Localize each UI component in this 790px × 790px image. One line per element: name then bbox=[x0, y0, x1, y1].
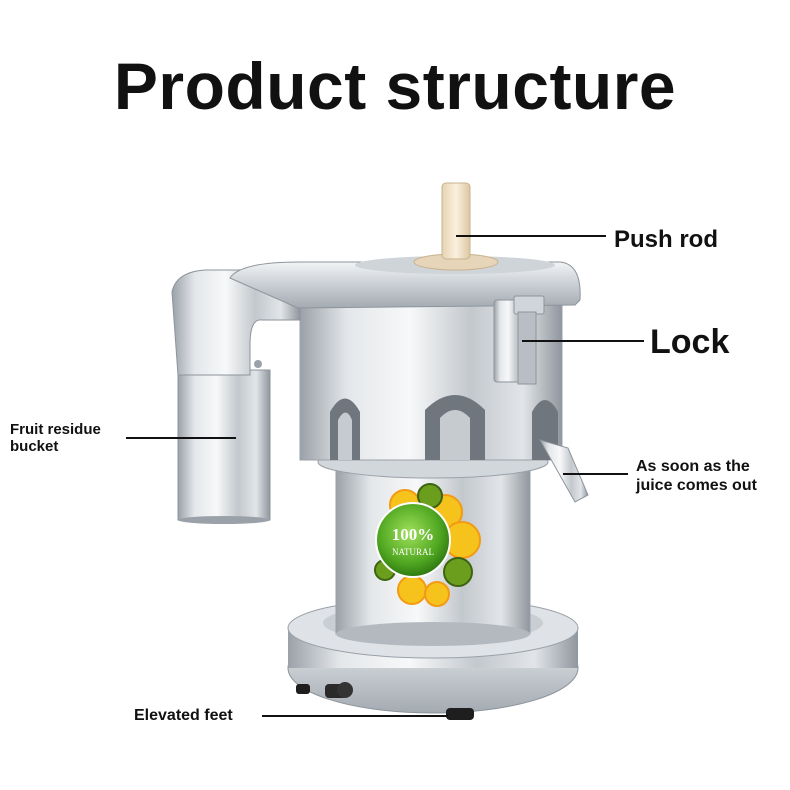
power-switch-icon bbox=[325, 682, 353, 698]
label-lock: Lock bbox=[650, 323, 730, 361]
page-title: Product structure bbox=[113, 49, 677, 123]
label-juice-out: As soon as the juice comes out bbox=[636, 458, 757, 494]
label-fruit-residue-bucket: Fruit residue bucket bbox=[10, 421, 101, 455]
leader-lines bbox=[126, 235, 644, 717]
residue-chute bbox=[171, 269, 301, 376]
badge-natural: NATURAL bbox=[392, 547, 434, 557]
badge-percent: 100% bbox=[392, 525, 435, 544]
elevated-feet bbox=[296, 684, 474, 720]
label-elevated-feet: Elevated feet bbox=[134, 707, 233, 724]
natural-badge: 100% NATURAL bbox=[374, 483, 481, 607]
fruit-residue-bucket bbox=[177, 369, 271, 524]
lock bbox=[493, 295, 545, 385]
label-push-rod: Push rod bbox=[614, 226, 719, 253]
juice-spout bbox=[538, 439, 589, 503]
push-rod bbox=[413, 182, 499, 271]
